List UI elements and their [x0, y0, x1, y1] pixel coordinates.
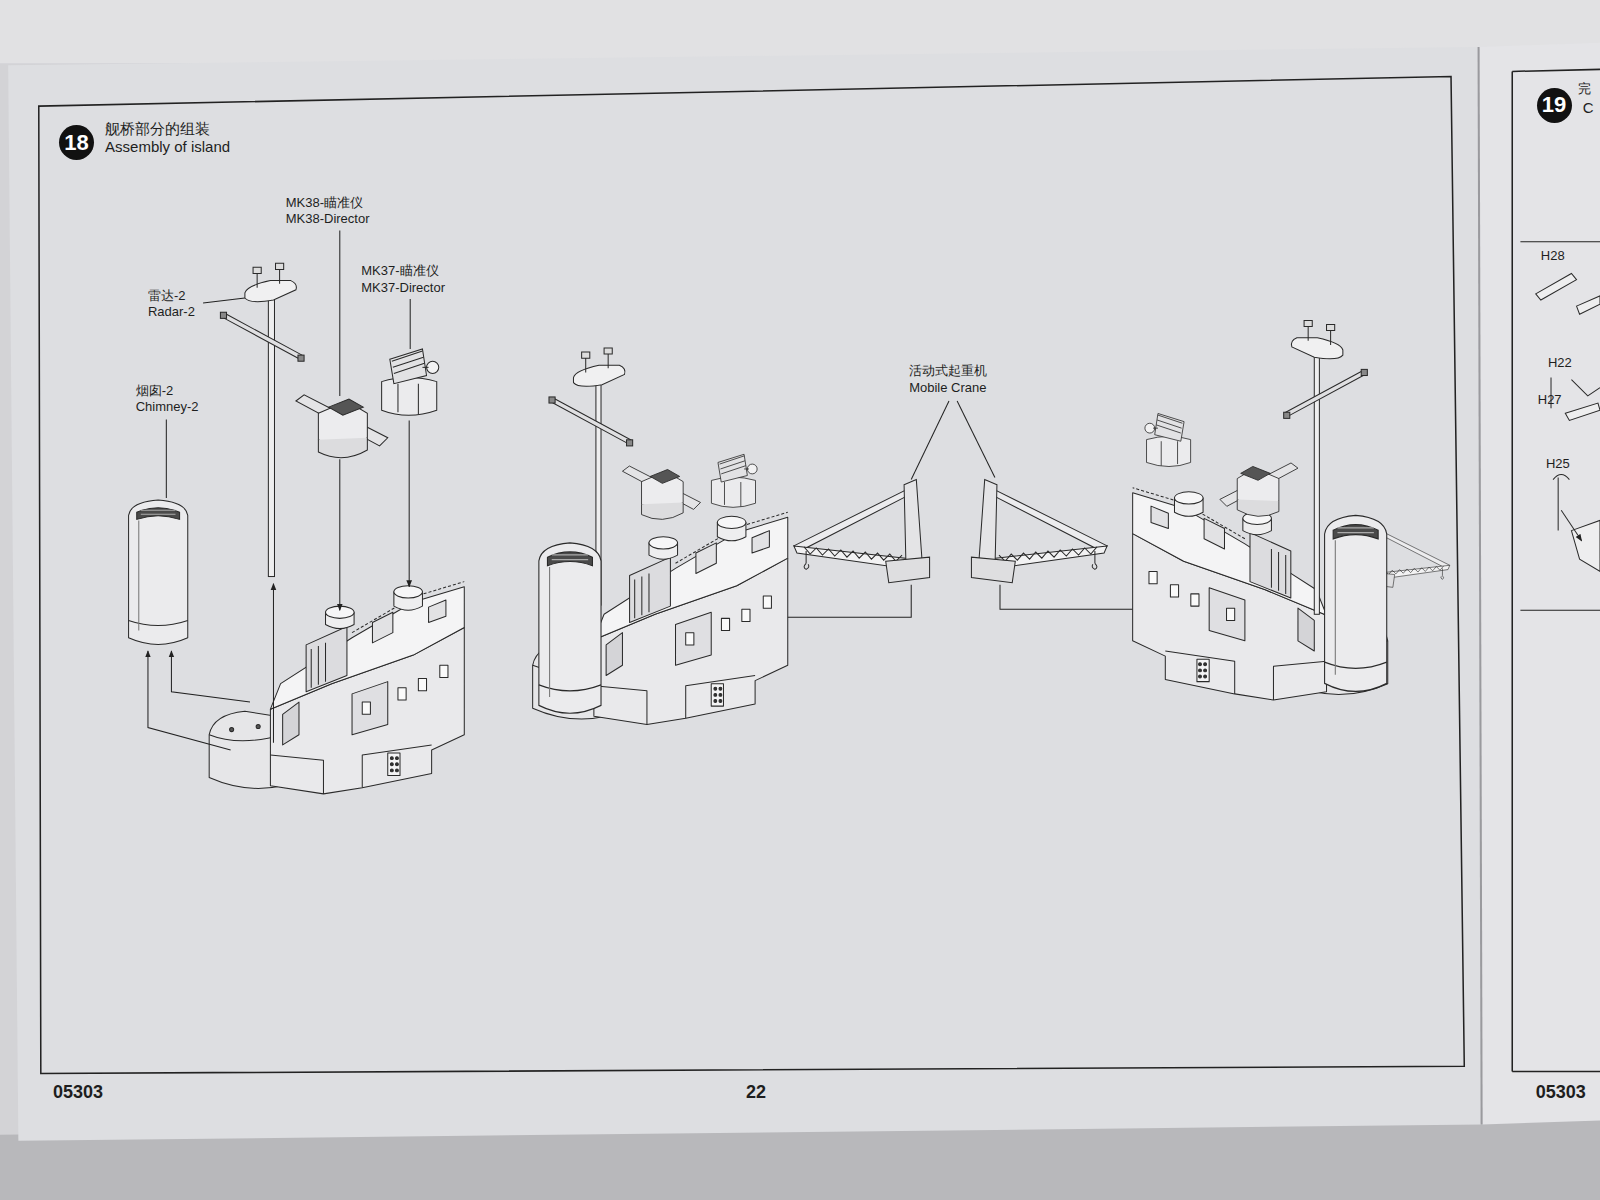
assembled-island-rear — [1314, 347, 1319, 614]
page-frame — [39, 69, 1600, 1073]
assembled-island-rear — [1284, 320, 1368, 418]
leader-lines — [273, 584, 274, 743]
exploded-island — [129, 500, 188, 644]
kit-number: 05303 — [1536, 1082, 1586, 1103]
page-frame — [1512, 69, 1600, 1071]
part-number: H22 — [1548, 356, 1572, 371]
part-number: H27 — [1538, 393, 1562, 408]
next-step-parts — [1536, 273, 1577, 300]
leader-lines — [166, 419, 167, 498]
step-number: 18 — [64, 132, 88, 154]
assembled-island-rear — [1220, 463, 1298, 516]
part-label: MK37-瞄准仪 — [361, 264, 438, 279]
page-frame — [39, 77, 1465, 1074]
leader-lines — [203, 298, 245, 303]
next-step-parts — [1561, 510, 1581, 541]
leader-lines — [409, 420, 410, 586]
assembled-island-front — [539, 543, 601, 713]
assembled-island-rear — [1145, 413, 1191, 466]
photo-background — [8, 47, 1481, 1141]
next-step-parts — [1553, 474, 1569, 530]
mobile-cranes — [971, 480, 1107, 583]
next-step-parts — [1536, 273, 1600, 571]
part-label: MK38-Director — [286, 212, 370, 227]
assembled-island-rear — [1133, 488, 1388, 700]
leader-lines — [339, 459, 340, 610]
part-label: Radar-2 — [148, 305, 195, 320]
assembled-island-rear — [1133, 320, 1450, 700]
leader-lines — [957, 401, 995, 478]
part-label: Chimney-2 — [136, 400, 199, 415]
assembled-island-rear — [1325, 515, 1387, 691]
leader-lines — [148, 651, 231, 750]
mobile-cranes — [794, 480, 930, 583]
page-frame — [1520, 242, 1600, 610]
part-label: 活动式起重机 — [909, 364, 987, 379]
kit-number: 05303 — [53, 1082, 103, 1103]
leader-lines — [148, 231, 1247, 750]
exploded-island — [382, 349, 439, 415]
step-title: 完 — [1578, 82, 1591, 97]
step-title: C — [1583, 99, 1594, 116]
part-label: 烟囱-2 — [136, 384, 174, 399]
part-label: 雷达-2 — [148, 289, 186, 304]
photo-background — [1479, 47, 1482, 1125]
exploded-island — [209, 582, 464, 794]
leader-lines — [339, 231, 340, 396]
step-number-circle: 18 — [59, 125, 94, 160]
leader-lines — [171, 651, 250, 702]
exploded-island — [220, 263, 304, 361]
leader-lines — [410, 299, 411, 349]
part-label: Mobile Crane — [909, 381, 986, 396]
assembled-island-front — [622, 466, 700, 519]
exploded-island — [268, 291, 274, 577]
assembled-island-front — [533, 512, 788, 724]
page-number: 22 — [746, 1082, 766, 1103]
part-number: H28 — [1541, 249, 1565, 264]
next-step-parts — [1565, 403, 1600, 420]
next-step-parts — [1577, 296, 1600, 314]
next-step-parts — [1571, 520, 1600, 571]
part-label: MK37-Director — [361, 281, 445, 296]
step-number-circle: 19 — [1537, 88, 1572, 123]
step-title: 舰桥部分的组装 Assembly of island — [105, 120, 263, 156]
part-label: MK38-瞄准仪 — [286, 196, 363, 211]
assembled-island-front — [549, 348, 633, 446]
part-number: H25 — [1546, 457, 1570, 472]
leader-lines — [911, 401, 949, 480]
exploded-island — [129, 263, 465, 794]
photo-background — [1478, 43, 1600, 1125]
next-step-parts — [1571, 380, 1600, 396]
exploded-island — [296, 395, 388, 458]
mobile-cranes — [794, 480, 1107, 583]
assembled-island-front — [533, 348, 788, 725]
assembled-island-front — [711, 454, 757, 507]
step-number: 19 — [1542, 94, 1566, 116]
